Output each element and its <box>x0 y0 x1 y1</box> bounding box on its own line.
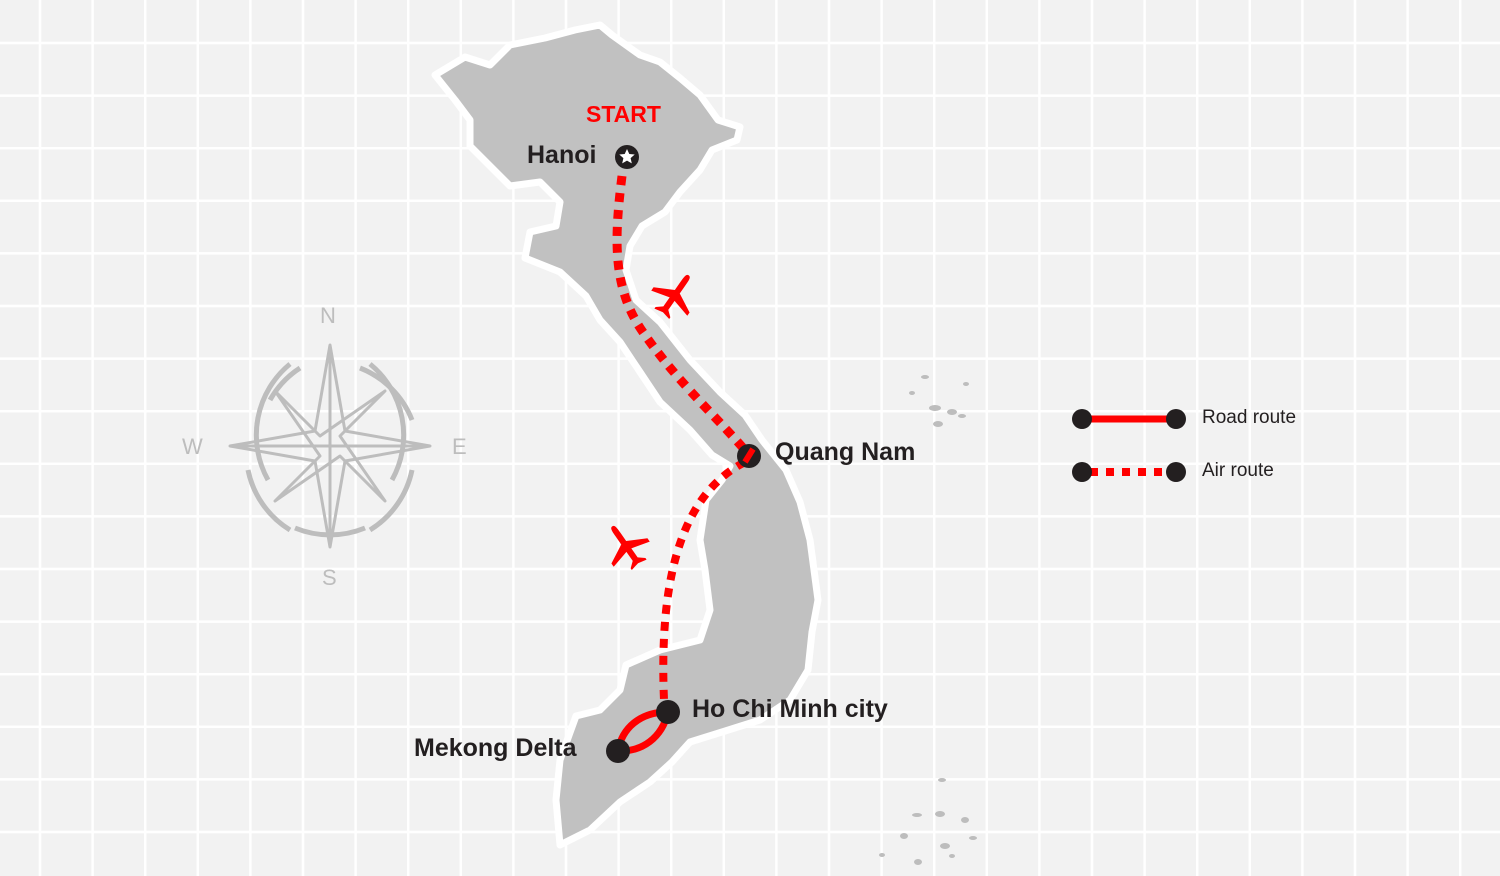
air-route-hanoi-quangnam <box>612 175 753 458</box>
city-label-hanoi: Hanoi <box>527 141 597 169</box>
vietnam-land <box>431 21 822 849</box>
compass-south: S <box>322 565 337 590</box>
islands <box>879 375 977 865</box>
legend-air-label: Air route <box>1202 460 1274 481</box>
city-label-quangnam: Quang Nam <box>775 438 916 466</box>
city-label-mekong: Mekong Delta <box>414 734 577 762</box>
hanoi-star-marker <box>615 145 639 169</box>
plane-icon <box>651 274 690 320</box>
start-label: START <box>586 101 661 127</box>
air-route-quangnam-hcm <box>659 458 747 701</box>
mekong-marker <box>606 739 630 763</box>
city-label-hcm: Ho Chi Minh city <box>692 695 888 723</box>
legend-road-sample <box>1072 409 1186 429</box>
hcm-marker <box>656 700 680 724</box>
compass-north: N <box>320 303 336 328</box>
compass-east: E <box>452 434 467 459</box>
compass-west: W <box>182 434 203 459</box>
compass-rose <box>228 343 432 549</box>
legend-road-label: Road route <box>1202 407 1297 428</box>
plane-icon <box>611 525 650 571</box>
legend-air-sample <box>1072 462 1186 482</box>
